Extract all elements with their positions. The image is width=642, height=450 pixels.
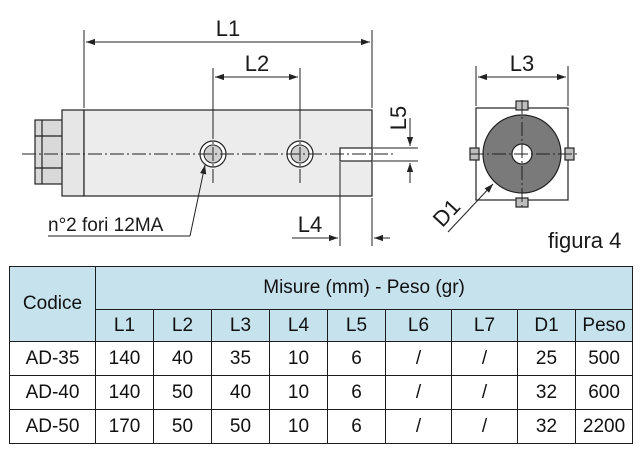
col-header-l1: L1 [95, 309, 154, 342]
cell: / [451, 409, 518, 444]
cell: 140 [95, 341, 154, 376]
cell: 170 [95, 409, 154, 444]
cell: / [385, 375, 452, 410]
cell: 10 [269, 375, 328, 410]
cell: 500 [574, 341, 634, 376]
cell: 32 [517, 409, 576, 444]
dim-label-l1: L1 [216, 16, 240, 41]
row-code: AD-40 [9, 375, 96, 410]
cell: / [451, 341, 518, 376]
cell: 50 [153, 409, 212, 444]
row-code: AD-50 [9, 409, 96, 444]
cell: 10 [269, 409, 328, 444]
cell: 6 [327, 409, 386, 444]
cell: 2200 [574, 409, 634, 444]
holes-callout: n°2 fori 12MA [48, 215, 164, 236]
cell: 40 [153, 341, 212, 376]
table-row: AD-35 140 40 35 10 6 / / 25 500 [9, 341, 634, 376]
main-body [83, 109, 373, 197]
side-view: L1 L2 L4 L5 n°2 fori 12MA [22, 16, 418, 246]
collar [61, 109, 85, 197]
spec-table: Codice Misure (mm) - Peso (gr) L1 L2 L3 … [9, 266, 634, 444]
end-view: L3 D1 [428, 51, 580, 233]
dim-label-l4: L4 [298, 212, 322, 237]
cell: 600 [574, 375, 634, 410]
table-row: AD-50 170 50 50 10 6 / / 32 2200 [9, 409, 634, 444]
cell: 10 [269, 341, 328, 376]
cell: 6 [327, 375, 386, 410]
cell: 25 [517, 341, 576, 376]
col-header-l3: L3 [211, 309, 270, 342]
col-header-d1: D1 [517, 309, 576, 342]
col-header-l6: L6 [385, 309, 452, 342]
cell: 32 [517, 375, 576, 410]
col-header-peso: Peso [574, 309, 634, 342]
dim-label-l5: L5 [386, 106, 411, 130]
cell: 140 [95, 375, 154, 410]
col-header-l5: L5 [327, 309, 386, 342]
header-codice: Codice [9, 266, 96, 342]
cell: 6 [327, 341, 386, 376]
cell: 50 [211, 409, 270, 444]
cell: 50 [153, 375, 212, 410]
dim-label-l2: L2 [245, 51, 269, 76]
table-row: AD-40 140 50 40 10 6 / / 32 600 [9, 375, 634, 410]
header-group: Misure (mm) - Peso (gr) [94, 266, 634, 310]
cell: / [385, 409, 452, 444]
dim-label-l3: L3 [510, 51, 534, 76]
cell: / [385, 341, 452, 376]
col-header-l4: L4 [269, 309, 328, 342]
technical-drawing: L1 L2 L4 L5 n°2 fori 12MA [22, 16, 580, 246]
figure-label: figura 4 [548, 228, 622, 253]
cell: 40 [211, 375, 270, 410]
col-header-l2: L2 [153, 309, 212, 342]
hex-end-cap [34, 119, 66, 185]
col-header-l7: L7 [451, 309, 518, 342]
row-code: AD-35 [9, 341, 96, 376]
dim-label-d1: D1 [428, 194, 465, 232]
cell: 35 [211, 341, 270, 376]
cell: / [451, 375, 518, 410]
